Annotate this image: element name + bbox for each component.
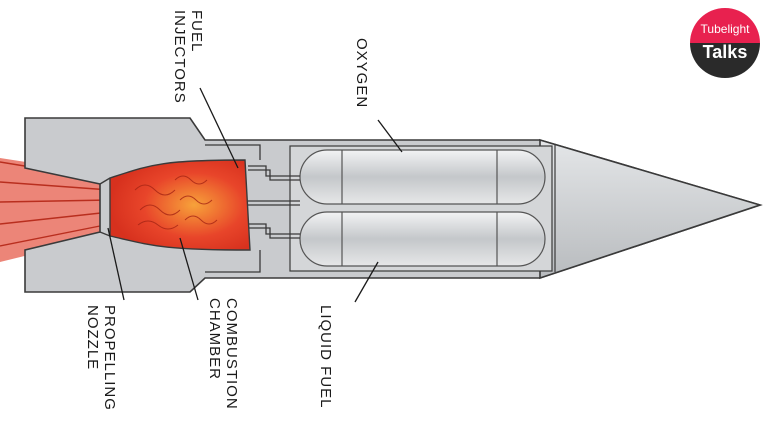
logo-top-text: Tubelight bbox=[700, 22, 750, 36]
label-fuel-injectors: FUEL INJECTORS bbox=[171, 10, 205, 104]
combustion-chamber bbox=[109, 159, 251, 251]
label-combustion-chamber: COMBUSTION CHAMBER bbox=[206, 298, 240, 410]
tubelight-talks-logo: Tubelight Talks bbox=[690, 8, 760, 78]
label-propelling-nozzle: PROPELLING NOZZLE bbox=[84, 305, 118, 411]
liquid-fuel-tank bbox=[299, 211, 546, 267]
logo-bottom-text: Talks bbox=[702, 42, 748, 62]
label-liquid-fuel: LIQUID FUEL bbox=[317, 305, 334, 409]
propelling-nozzle-outline bbox=[99, 177, 111, 237]
leader-lines bbox=[107, 87, 403, 303]
nose-cone bbox=[539, 138, 763, 280]
label-oxygen: OXYGEN bbox=[353, 38, 370, 109]
oxygen-tank bbox=[299, 149, 546, 205]
feed-pipes bbox=[205, 144, 300, 273]
